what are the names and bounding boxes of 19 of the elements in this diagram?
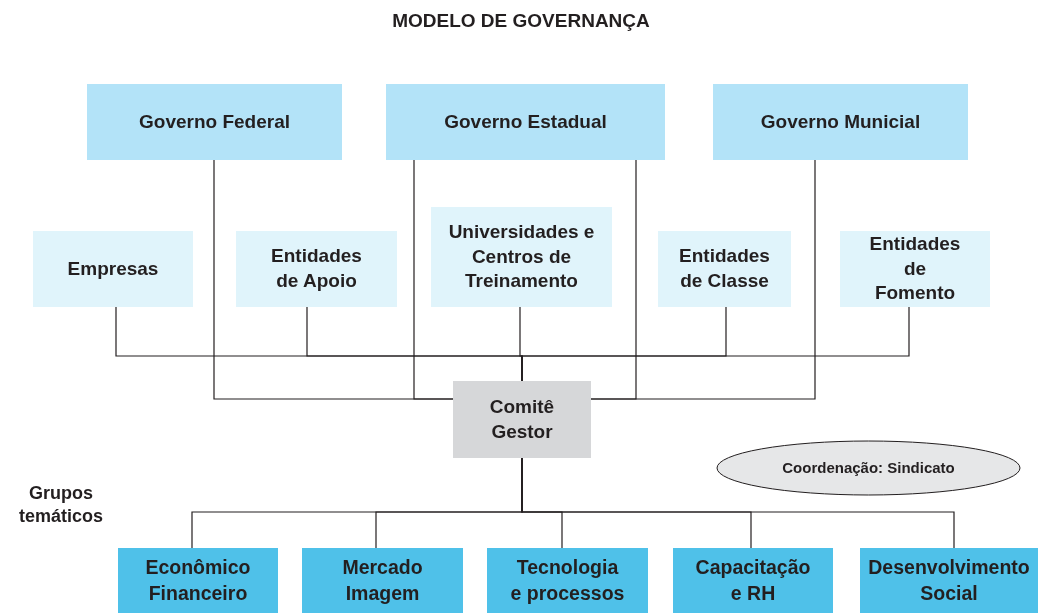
connector-line bbox=[590, 159, 816, 400]
entity-box: Universidades e Centros de Treinamento bbox=[431, 207, 612, 307]
thematic-group-box: Mercado Imagem bbox=[302, 548, 463, 613]
thematic-group-box: Econômico Financeiro bbox=[118, 548, 278, 613]
government-box: Governo Municial bbox=[713, 84, 968, 160]
entity-box: Entidades de Classe bbox=[658, 231, 791, 307]
diagram-title: MODELO DE GOVERNANÇA bbox=[391, 10, 651, 32]
entity-box: Entidades de Fomento bbox=[840, 231, 990, 307]
thematic-group-box: Capacitação e RH bbox=[673, 548, 833, 613]
section-label: Grupos temáticos bbox=[17, 482, 104, 529]
government-box: Governo Estadual bbox=[386, 84, 665, 160]
government-box: Governo Federal bbox=[87, 84, 342, 160]
coordination-ellipse: Coordenação: Sindicato bbox=[716, 440, 1021, 496]
connector-line bbox=[413, 159, 454, 400]
thematic-group-box: Tecnologia e processos bbox=[487, 548, 648, 613]
thematic-group-box: Desenvolvimento Social bbox=[860, 548, 1038, 613]
entity-box: Entidades de Apoio bbox=[236, 231, 397, 307]
committee-box: Comitê Gestor bbox=[453, 381, 591, 458]
entity-box: Empresas bbox=[33, 231, 193, 307]
